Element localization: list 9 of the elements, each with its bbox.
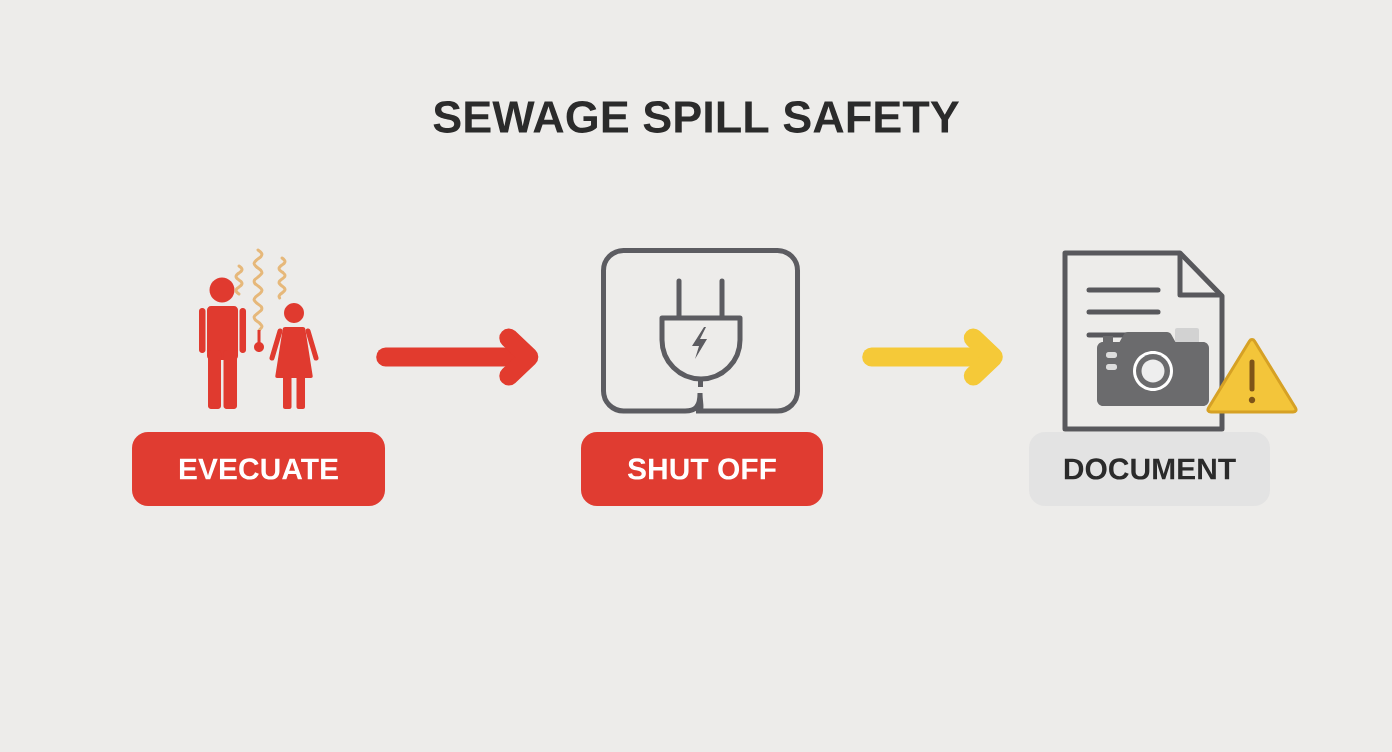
title: SEWAGE SPILL SAFETY [433,101,960,133]
people-icon [199,248,319,409]
step-label: DOCUMENT [1029,432,1270,506]
step-label: EVECUATE [132,432,385,506]
document-camera-warning-icon [1062,250,1298,432]
plug-icon [601,248,800,414]
step-label: SHUT OFF [581,432,823,506]
arrow [376,328,539,386]
arrow [862,328,1003,386]
